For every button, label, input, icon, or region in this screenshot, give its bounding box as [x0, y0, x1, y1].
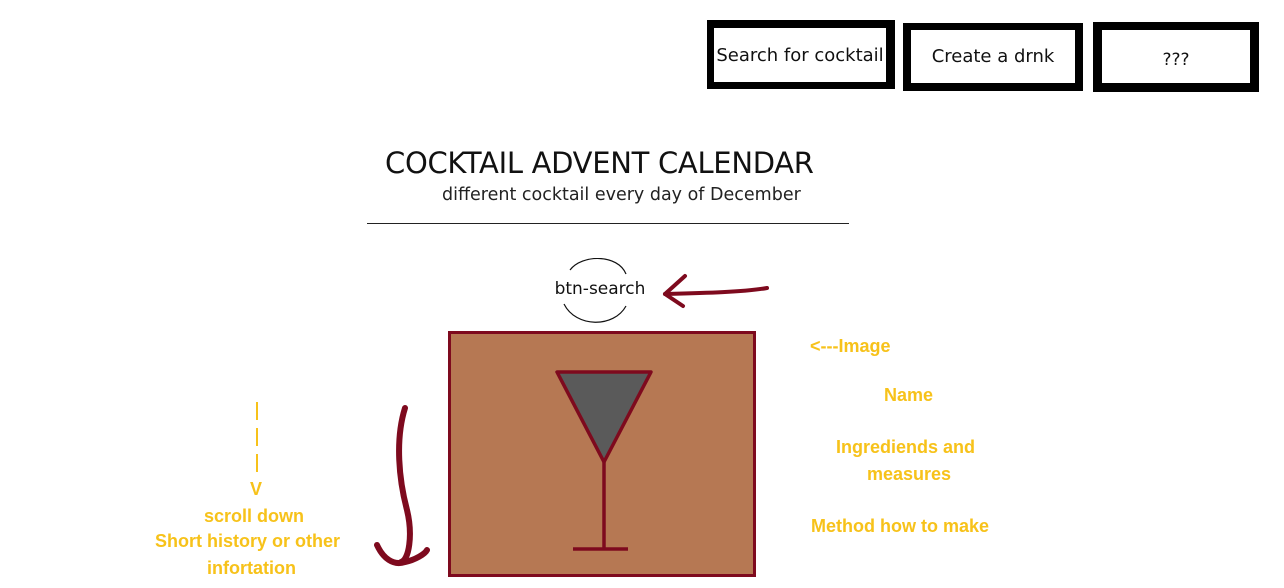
ingredients-annotation-line1: Ingrediends and [836, 437, 976, 457]
page-subtitle: different cocktail every day of December [442, 185, 801, 205]
search-cocktail-button[interactable]: Search for cocktail [707, 20, 895, 89]
ingredients-annotation-line2: measures [867, 464, 952, 484]
cocktail-image [448, 331, 756, 577]
scroll-dash [256, 428, 258, 446]
method-annotation: Method how to make [811, 516, 990, 536]
create-drink-button[interactable]: Create a drnk [903, 23, 1083, 91]
left-arrow-icon [663, 274, 769, 308]
search-circle-outline [563, 258, 627, 323]
mystery-label: ??? [1162, 49, 1190, 70]
search-button-label: btn-search [554, 279, 646, 299]
scroll-dash [256, 402, 258, 420]
history-annotation-line1: Short history or other [155, 531, 341, 551]
scroll-dash [256, 454, 258, 472]
history-annotation-line2: infortation [207, 558, 296, 578]
image-annotation: <---Image [810, 336, 891, 356]
scroll-down-annotation: scroll down [204, 506, 305, 526]
mystery-button[interactable]: ??? [1093, 22, 1259, 92]
page-title: COCKTAIL ADVENT CALENDAR [385, 146, 814, 180]
create-drink-label: Create a drnk [931, 46, 1055, 67]
search-button[interactable]: btn-search [540, 258, 660, 324]
down-arrow-icon [374, 405, 430, 566]
title-divider [367, 223, 849, 224]
scroll-arrowhead: V [250, 479, 263, 499]
search-cocktail-label: Search for cocktail [716, 44, 884, 66]
cocktail-glass-icon [555, 370, 653, 551]
name-annotation: Name [884, 385, 934, 405]
